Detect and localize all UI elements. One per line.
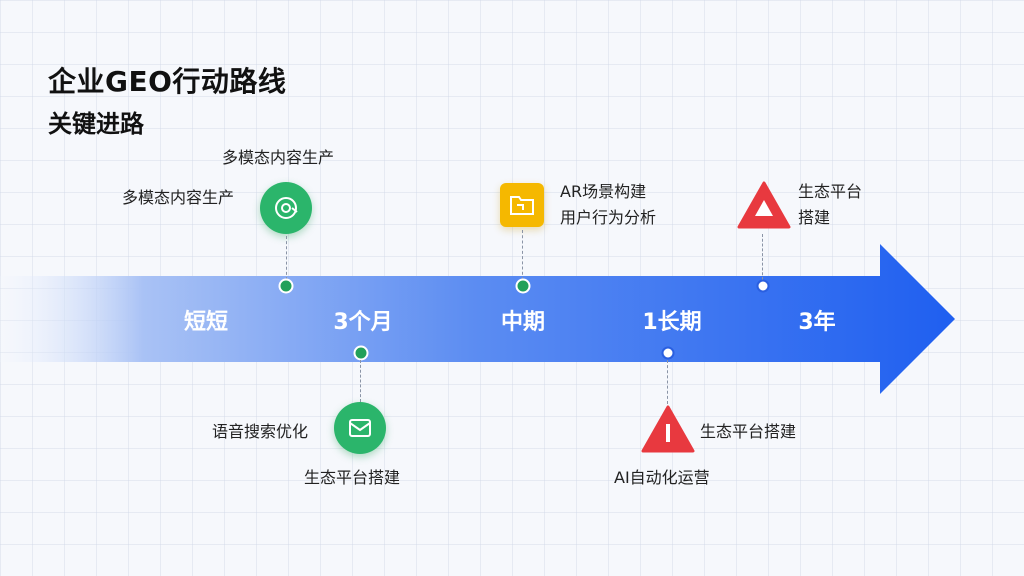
milestone-bottom2-label-b: AI自动化运营	[614, 468, 710, 487]
mail-icon	[334, 402, 386, 454]
alert-triangle-icon	[640, 404, 696, 454]
milestone-top3-line2: 搭建	[798, 208, 831, 227]
stage-label-long: 1长期	[642, 310, 702, 335]
page-title: 企业GEO行动路线	[48, 65, 287, 98]
stage-label-3-months: 3个月	[333, 310, 393, 335]
folder-icon	[500, 183, 544, 227]
connector-bottom2	[667, 360, 668, 404]
timeline-node-top3	[756, 279, 770, 293]
warning-triangle-icon	[736, 180, 792, 230]
connector-top2	[522, 230, 523, 280]
timeline-node-top2	[517, 280, 529, 292]
timeline-node-bottom1	[355, 347, 367, 359]
milestone-bottom1-label-b: 生态平台搭建	[304, 468, 401, 487]
page-subtitle: 关键进路	[48, 110, 144, 138]
target-icon	[260, 182, 312, 234]
timeline-node-bottom2	[661, 346, 675, 360]
milestone-bottom1-label-a: 语音搜索优化	[212, 422, 309, 441]
milestone-top1-label-b: 多模态内容生产	[122, 188, 235, 207]
milestone-bottom2-label-a: 生态平台搭建	[700, 422, 797, 441]
connector-top3	[762, 234, 763, 280]
connector-bottom1	[360, 360, 361, 402]
stage-label-3-years: 3年	[798, 310, 836, 335]
stage-label-mid: 中期	[500, 310, 546, 335]
milestone-top2-line1: AR场景构建	[560, 182, 647, 201]
milestone-top3-line1: 生态平台	[798, 182, 863, 201]
connector-top1	[286, 236, 287, 280]
milestone-top2-line2: 用户行为分析	[560, 208, 657, 227]
timeline-node-top1	[280, 280, 292, 292]
stage-label-short: 短短	[183, 310, 229, 335]
milestone-top1-label-a: 多模态内容生产	[222, 148, 335, 167]
